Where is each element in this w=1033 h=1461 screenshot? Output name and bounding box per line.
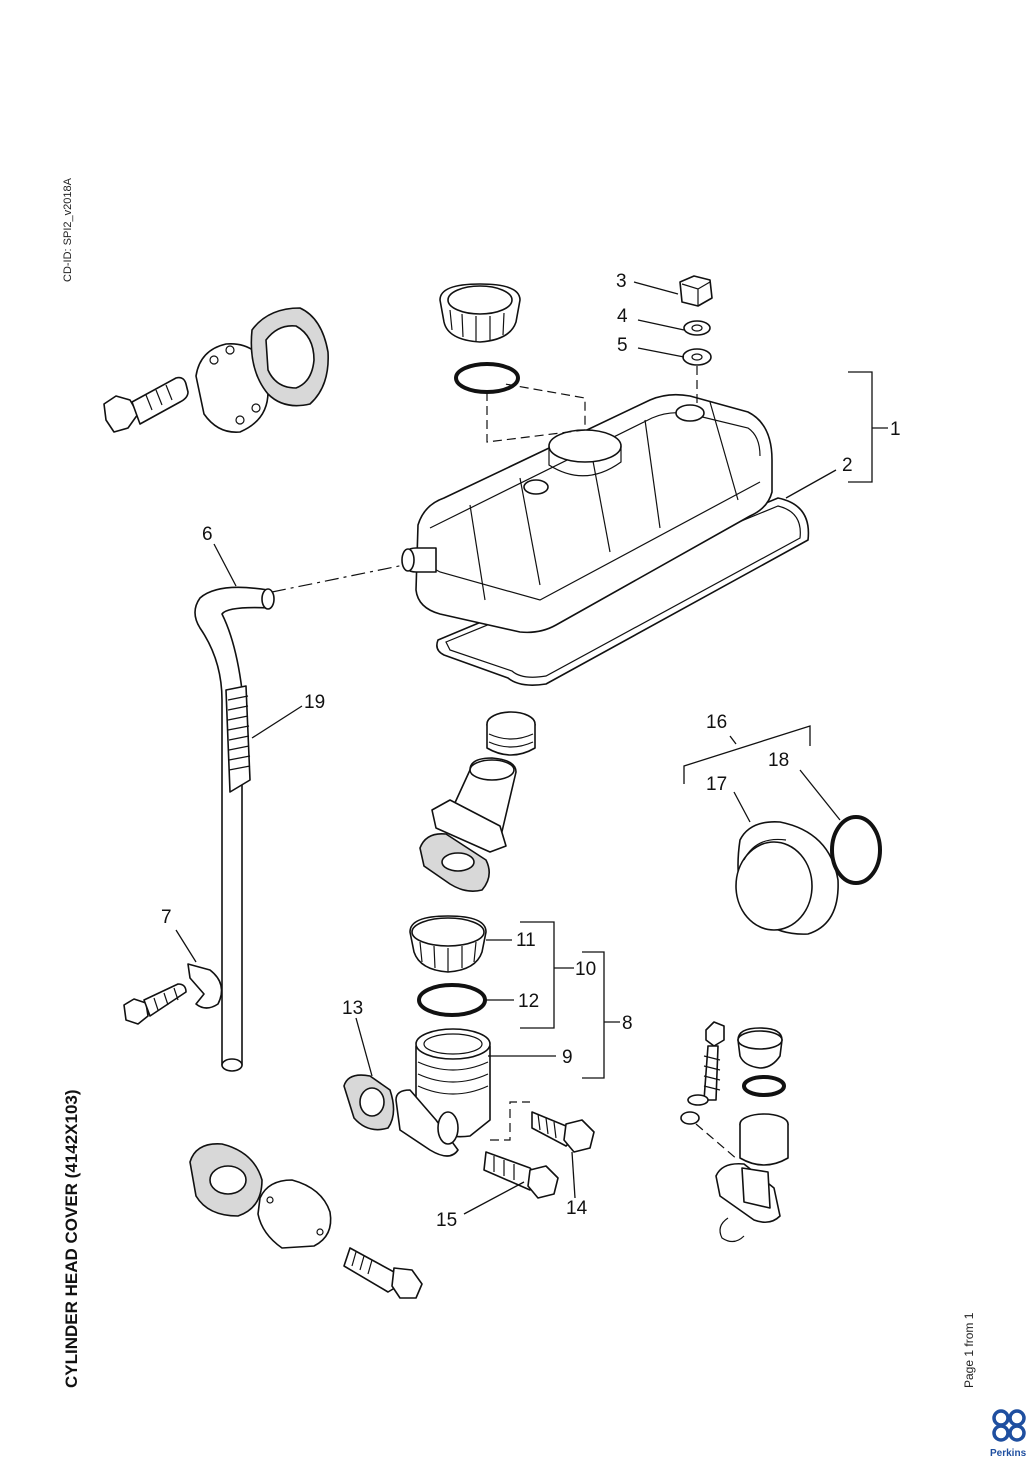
filler-boss xyxy=(548,429,622,463)
callout-8: 8 xyxy=(622,1013,633,1034)
blanking-plate-upper xyxy=(103,307,329,433)
bracket-item-10 xyxy=(520,921,574,1029)
callout-4: 4 xyxy=(617,306,628,327)
callout-numbers: 1 2 3 4 5 6 7 8 9 10 11 12 13 14 15 16 1… xyxy=(161,271,901,1231)
perkins-logo: Perkins xyxy=(990,1409,1027,1459)
filler-cap-seal-lower xyxy=(417,983,487,1017)
callout-14: 14 xyxy=(566,1198,588,1219)
callout-15: 15 xyxy=(436,1210,457,1231)
pipe-clip xyxy=(123,963,223,1025)
callout-3: 3 xyxy=(616,271,627,292)
callout-13: 13 xyxy=(342,998,363,1019)
callout-7: 7 xyxy=(161,907,172,928)
sealing-washer xyxy=(683,320,711,336)
bracket-item-16 xyxy=(683,725,811,784)
callout-12: 12 xyxy=(518,991,539,1012)
filler-assembly-lower-right xyxy=(680,1021,789,1243)
oil-cap-assembly-right xyxy=(735,815,882,935)
rocker-cover-body xyxy=(415,393,773,634)
callout-18: 18 xyxy=(768,750,789,771)
callout-1: 1 xyxy=(890,419,901,440)
breather-pipe xyxy=(194,564,405,1072)
callout-2: 2 xyxy=(842,455,853,476)
callout-5: 5 xyxy=(617,335,628,356)
rocker-cover-gasket xyxy=(436,497,810,686)
callout-11: 11 xyxy=(516,930,536,951)
leader-lines xyxy=(175,281,841,1215)
pipe-sleeve xyxy=(225,685,251,793)
plain-washer xyxy=(682,348,712,366)
brand-name: Perkins xyxy=(990,1448,1027,1459)
filler-cap-seal-upper xyxy=(454,362,520,394)
blanking-plate-lower xyxy=(189,1143,423,1299)
filler-cap-assembly-lower xyxy=(343,915,530,1157)
cover-nut xyxy=(679,275,713,307)
callout-19: 19 xyxy=(304,692,325,713)
perkins-logo-mark xyxy=(992,1409,1026,1442)
callout-9: 9 xyxy=(562,1047,573,1068)
oil-cap-seal xyxy=(830,815,882,885)
stud-nut-stack xyxy=(679,275,713,408)
callout-16: 16 xyxy=(706,712,727,733)
callout-17: 17 xyxy=(706,774,727,795)
setscrews xyxy=(483,1111,595,1199)
filler-adaptor-mid xyxy=(419,711,536,892)
cover-stud-boss xyxy=(675,404,705,422)
callout-10: 10 xyxy=(575,959,596,980)
callout-6: 6 xyxy=(202,524,213,545)
rocker-cover-assembly xyxy=(401,393,810,686)
bracket-item-8 xyxy=(582,951,620,1079)
oil-filler-cap-upper xyxy=(439,283,586,443)
bracket-item-1 xyxy=(848,371,888,483)
